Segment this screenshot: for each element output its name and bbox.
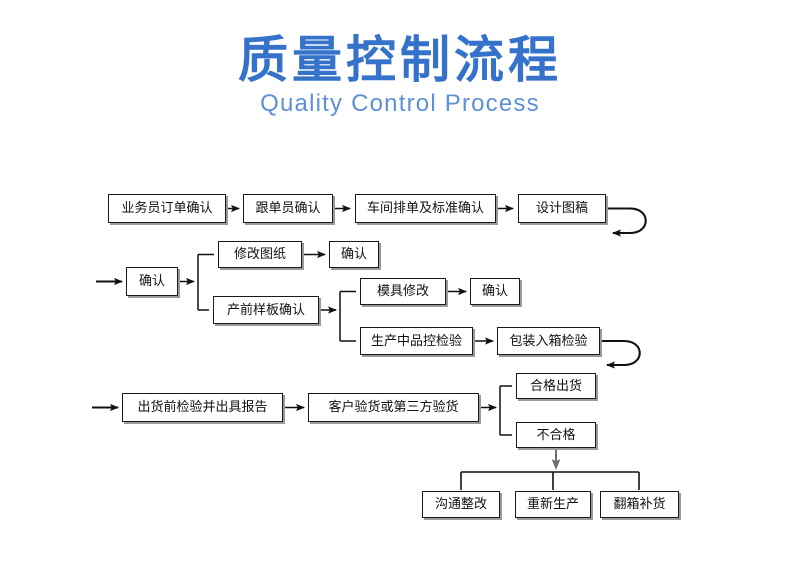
connector-group-row4 <box>460 449 640 490</box>
node-confirm-after-mold[interactable]: 确认 <box>470 278 520 305</box>
node-communicate-rectify[interactable]: 沟通整改 <box>422 491 500 518</box>
node-repack-replenish[interactable]: 翻箱补货 <box>600 491 679 518</box>
page-subtitle: Quality Control Process <box>260 90 540 117</box>
node-revise-drawing[interactable]: 修改图纸 <box>218 241 302 268</box>
node-packing-inspection[interactable]: 包装入箱检验 <box>497 327 600 355</box>
node-presample-confirm[interactable]: 产前样板确认 <box>213 296 319 324</box>
node-mold-revise[interactable]: 模具修改 <box>360 278 446 305</box>
node-reproduce[interactable]: 重新生产 <box>515 491 591 518</box>
node-design-draft[interactable]: 设计图稿 <box>518 194 606 223</box>
node-in-production-qc[interactable]: 生产中品控检验 <box>360 327 473 355</box>
node-merchandiser-confirm[interactable]: 跟单员确认 <box>243 194 333 223</box>
node-pass-shipment[interactable]: 合格出货 <box>516 373 596 399</box>
node-preshipment-inspection-report[interactable]: 出货前检验并出具报告 <box>122 393 283 422</box>
node-customer-or-thirdparty-inspection[interactable]: 客户验货或第三方验货 <box>308 393 479 422</box>
page-title: 质量控制流程 <box>238 31 562 89</box>
node-confirm-row2[interactable]: 确认 <box>126 267 178 296</box>
page-title-block: 质量控制流程 Quality Control Process <box>0 32 800 119</box>
node-confirm-after-revise[interactable]: 确认 <box>329 241 379 268</box>
node-fail[interactable]: 不合格 <box>516 422 596 448</box>
node-workshop-schedule-confirm[interactable]: 车间排单及标准确认 <box>355 194 496 223</box>
node-sales-order-confirm[interactable]: 业务员订单确认 <box>108 194 226 223</box>
